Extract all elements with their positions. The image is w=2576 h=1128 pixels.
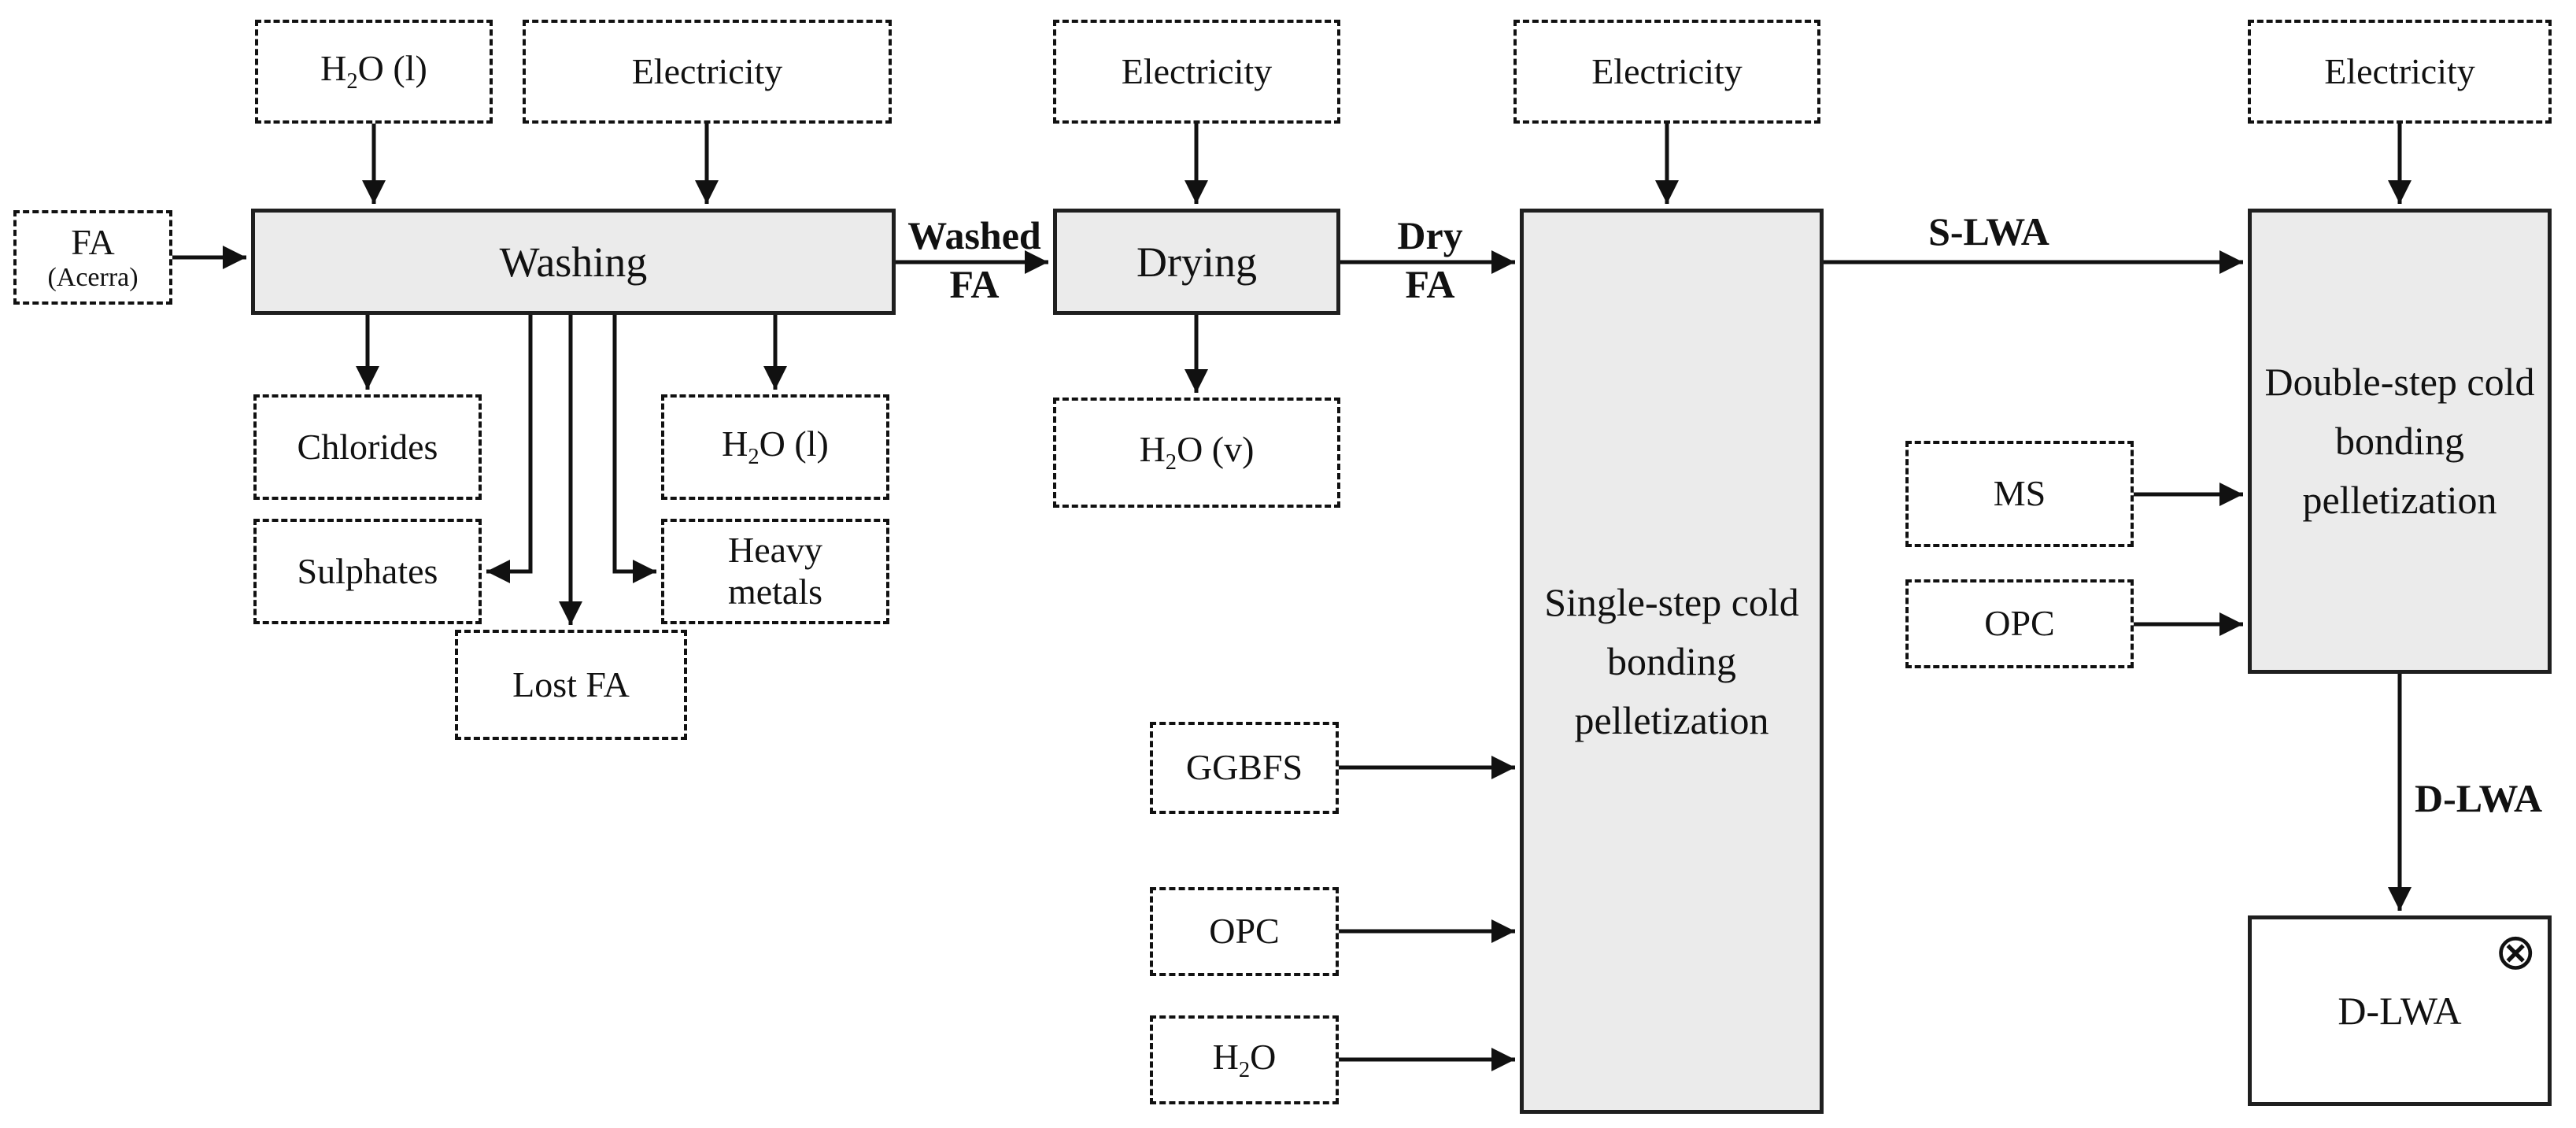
output-box-sulphates: Sulphates xyxy=(253,519,482,624)
flow-label-dry-fa: Dry FA xyxy=(1340,211,1520,309)
input-label-opc-double: OPC xyxy=(1984,603,2055,644)
output-label-sulphates: Sulphates xyxy=(297,550,438,591)
input-label-ggbfs: GGBFS xyxy=(1185,747,1303,788)
input-box-ms: MS xyxy=(1905,441,2134,547)
flow-label-washed-fa-line2: FA xyxy=(949,262,1000,306)
flow-label-dry-fa-line2: FA xyxy=(1405,262,1455,306)
input-box-electricity-double-step: Electricity xyxy=(2248,20,2552,124)
flow-label-washed-fa: Washed FA xyxy=(896,211,1053,309)
flow-label-d-lwa: D-LWA xyxy=(2415,774,2576,823)
output-box-h2o-l: H2O (l) xyxy=(661,394,889,500)
output-label-heavy-metals: Heavy metals xyxy=(727,530,823,612)
input-label-h2o-single: H2O xyxy=(1212,1036,1277,1082)
input-box-electricity-drying: Electricity xyxy=(1053,20,1340,124)
input-box-fa-acerra: FA (Acerra) xyxy=(13,210,172,305)
input-box-h2o-l: H2O (l) xyxy=(255,20,493,124)
input-label-electricity-washing: Electricity xyxy=(631,50,783,91)
input-box-h2o-single: H2O xyxy=(1150,1015,1339,1104)
fa-sublabel: (Acerra) xyxy=(47,262,139,292)
fa-acerra-label: FA (Acerra) xyxy=(47,222,139,292)
flow-label-s-lwa-text: S-LWA xyxy=(1928,209,2049,253)
flow-label-s-lwa: S-LWA xyxy=(1824,207,2154,256)
input-label-electricity-double-step: Electricity xyxy=(2324,50,2475,91)
fa-label: FA xyxy=(71,222,115,262)
circled-x-icon: ⊗ xyxy=(2494,923,2537,982)
input-box-ggbfs: GGBFS xyxy=(1150,722,1339,814)
process-box-drying: Drying xyxy=(1053,209,1340,315)
flow-label-d-lwa-text: D-LWA xyxy=(2415,776,2543,820)
process-box-washing: Washing xyxy=(251,209,896,315)
product-box-d-lwa: ⊗ D-LWA xyxy=(2248,915,2552,1106)
output-box-h2o-v: H2O (v) xyxy=(1053,398,1340,508)
input-label-opc-single: OPC xyxy=(1209,911,1280,952)
output-label-h2o-v: H2O (v) xyxy=(1139,429,1255,475)
output-label-h2o-l: H2O (l) xyxy=(722,423,829,470)
process-label-single-step: Single-step cold bonding pelletization xyxy=(1544,579,1799,742)
input-label-electricity-drying: Electricity xyxy=(1121,50,1273,91)
input-box-opc-single: OPC xyxy=(1150,887,1339,976)
product-label-d-lwa: D-LWA xyxy=(2338,989,2462,1033)
arrow-washing-to-sulphates xyxy=(486,315,533,583)
flow-label-washed-fa-line1: Washed xyxy=(907,213,1041,257)
process-box-single-step-pelletization: Single-step cold bonding pelletization xyxy=(1520,209,1824,1114)
output-box-heavy-metals: Heavy metals xyxy=(661,519,889,624)
output-label-chlorides: Chlorides xyxy=(297,426,438,467)
output-box-lost-fa: Lost FA xyxy=(455,630,687,740)
input-label-h2o-l: H2O (l) xyxy=(320,48,427,94)
input-box-electricity-washing: Electricity xyxy=(523,20,892,124)
flow-label-dry-fa-line1: Dry xyxy=(1397,213,1463,257)
input-label-electricity-single-step: Electricity xyxy=(1591,50,1743,91)
input-box-electricity-single-step: Electricity xyxy=(1513,20,1820,124)
process-box-double-step-pelletization: Double-step cold bonding pelletization xyxy=(2248,209,2552,674)
process-label-double-step: Double-step cold bonding pelletization xyxy=(2264,360,2535,522)
input-label-ms: MS xyxy=(1993,473,2046,514)
output-box-chlorides: Chlorides xyxy=(253,394,482,500)
process-label-drying: Drying xyxy=(1136,238,1257,286)
output-label-lost-fa: Lost FA xyxy=(512,664,630,705)
process-label-washing: Washing xyxy=(499,238,648,286)
arrow-washing-to-heavy-metals xyxy=(612,315,656,583)
input-box-opc-double: OPC xyxy=(1905,579,2134,668)
